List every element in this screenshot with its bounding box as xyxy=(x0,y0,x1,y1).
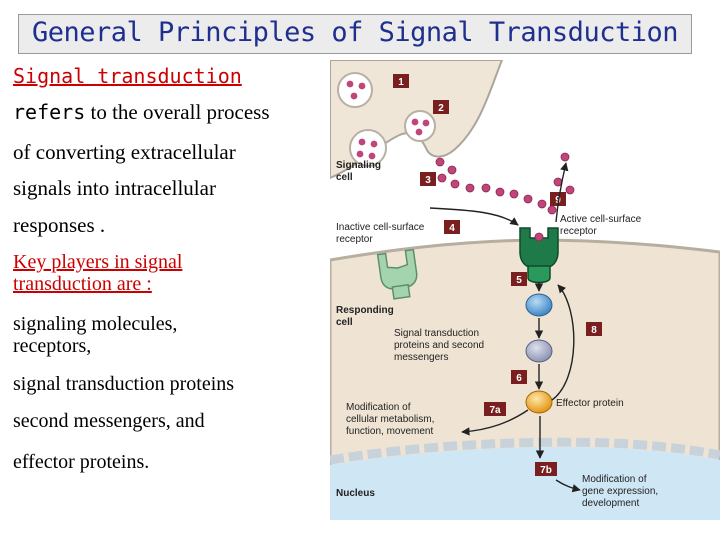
signal-molecules xyxy=(435,152,575,215)
intro-line-3: of converting extracellular xyxy=(13,140,236,164)
vesicle-1 xyxy=(337,72,373,108)
step-label-3: 3 xyxy=(425,175,431,186)
arrow-to-active-receptor xyxy=(429,207,519,226)
step-label-5: 5 xyxy=(516,275,522,286)
transduction-protein-blue xyxy=(525,293,553,317)
player-second-messengers: second messengers, and xyxy=(13,410,205,432)
nuclear-envelope xyxy=(330,437,720,465)
step-box-3: 3 xyxy=(420,172,436,186)
step-box-7b: 7b xyxy=(535,462,557,476)
step-box-4: 4 xyxy=(444,220,460,234)
player-effector-proteins: effector proteins. xyxy=(13,451,150,473)
key-players-line-2: transduction are : xyxy=(13,273,152,295)
label-nucleus: Nucleus xyxy=(336,488,375,499)
page-title: General Principles of Signal Transductio… xyxy=(32,17,678,48)
intro-line-4: signals into intracellular xyxy=(13,176,216,200)
key-players-line-1: Key players in signal xyxy=(13,251,183,273)
intro-line-5: responses . xyxy=(13,213,106,237)
active-receptor-stem xyxy=(527,265,551,284)
player-signaling-molecules: signaling molecules, xyxy=(13,313,178,335)
arrow-effector-to-metabolism xyxy=(461,409,529,436)
intro-verb: refers xyxy=(13,100,86,124)
step-label-6: 6 xyxy=(516,373,522,384)
step-box-6: 6 xyxy=(511,370,527,384)
step-label-2: 2 xyxy=(438,103,444,114)
step-box-1: 1 xyxy=(393,74,409,88)
step-box-7a: 7a xyxy=(484,402,506,416)
arrow-feedback-9 xyxy=(555,162,569,223)
step-label-1: 1 xyxy=(398,77,404,88)
vesicle-2 xyxy=(349,129,387,167)
bound-signal-molecule xyxy=(534,232,544,242)
inactive-receptor-stem xyxy=(391,283,411,300)
arrow-nucleus-to-gene xyxy=(555,479,581,493)
step-box-2: 2 xyxy=(433,100,449,114)
label-effector-protein: Effector protein xyxy=(556,398,624,409)
intro-line-2: refers to the overall process xyxy=(13,100,270,125)
intro-term: Signal transduction xyxy=(13,64,242,88)
second-messenger-gray xyxy=(525,339,553,363)
nucleus xyxy=(330,447,720,520)
step-label-7a: 7a xyxy=(489,405,501,416)
vesicle-3 xyxy=(404,110,436,142)
step-label-4: 4 xyxy=(449,223,455,234)
step-box-8: 8 xyxy=(586,322,602,336)
inactive-receptor xyxy=(376,248,418,290)
step-label-8: 8 xyxy=(591,325,597,336)
player-transduction-proteins: signal transduction proteins xyxy=(13,373,235,395)
title-box: General Principles of Signal Transductio… xyxy=(18,14,692,54)
arrow-feedback-8 xyxy=(551,284,575,401)
intro-line-2-rest: to the overall process xyxy=(90,100,270,124)
effector-protein xyxy=(525,390,553,414)
step-box-5: 5 xyxy=(511,272,527,286)
player-receptors: receptors, xyxy=(13,335,92,357)
step-label-7b: 7b xyxy=(540,465,552,476)
